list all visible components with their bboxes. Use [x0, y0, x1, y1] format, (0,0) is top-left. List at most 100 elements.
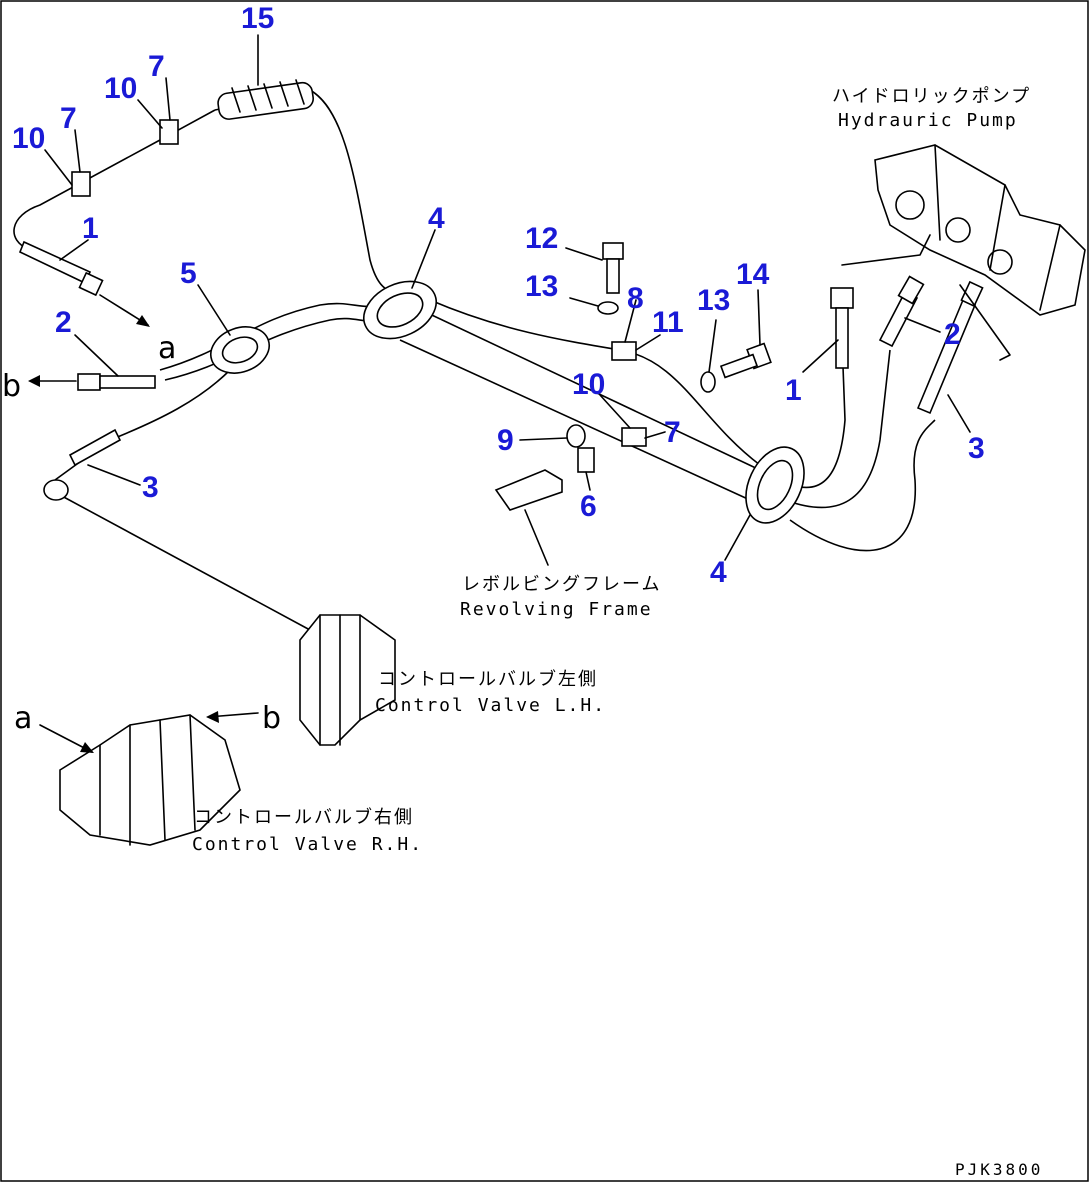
arrow-b-head [28, 375, 40, 387]
hose-1-right [830, 287, 854, 369]
control-valve-left [299, 614, 396, 746]
leader-2-right [904, 317, 941, 333]
hose-2-left [77, 373, 156, 391]
hose-middle-1 [399, 299, 761, 471]
leader-lines [28, 34, 1011, 753]
hose-left-lower-3 [109, 369, 231, 441]
callout-14: 14 [736, 258, 770, 291]
callout-15: 15 [241, 2, 274, 35]
hose-middle-2 [399, 339, 751, 501]
leader-1-right [802, 339, 839, 373]
grommet-4-bottom [745, 446, 805, 524]
washer-13-a [597, 301, 619, 315]
clamp-top-2 [71, 171, 91, 197]
clamp-top-1 [159, 119, 179, 145]
ref-a-valve: a [14, 701, 32, 736]
hose-2-right [878, 275, 925, 348]
leader-7-lower [644, 431, 666, 439]
hose-1-left [18, 240, 104, 297]
leader-3-left [87, 464, 141, 486]
leader-pump-1 [841, 234, 931, 266]
hose-bundle-left-1 [159, 302, 381, 371]
control-valve-right [59, 714, 241, 846]
hose-right-3 [789, 419, 936, 552]
callout-1: 1 [82, 212, 99, 245]
leader-10-top [137, 99, 163, 129]
leader-frame [524, 509, 549, 566]
leader-13-b [708, 319, 717, 373]
ref-b-valve: b [262, 701, 281, 736]
bolt-14 [719, 342, 772, 379]
callout-5: 5 [180, 257, 197, 290]
leader-4-top [411, 229, 436, 289]
leader-14 [757, 289, 761, 346]
leader-10-lower [599, 394, 631, 429]
callout-7: 7 [60, 102, 77, 135]
leader-9 [519, 437, 568, 441]
callout-6: 6 [580, 490, 597, 523]
grommet-4-top [363, 280, 437, 340]
callout-12: 12 [525, 222, 558, 255]
leader-2-left [74, 334, 119, 377]
spacer-9 [566, 424, 586, 448]
callout-2: 2 [944, 318, 961, 351]
hose-top-left [13, 109, 216, 251]
callout-10: 10 [12, 122, 45, 155]
leader-3-right [947, 394, 971, 433]
frame-label-jp: レボルビングフレーム [462, 574, 661, 595]
cv-right-label-jp: コントロールバルブ右側 [194, 806, 414, 828]
leader-1-left [59, 239, 89, 261]
arrow-a-head [136, 315, 150, 327]
leader-7-left [74, 129, 81, 173]
cv-left-label-en: Control Valve L.H. [375, 695, 606, 716]
hose-left-lower-2 [59, 494, 311, 631]
callout-7: 7 [148, 50, 165, 83]
callout-4: 4 [428, 202, 445, 235]
cv-right-label-en: Control Valve R.H. [192, 834, 423, 855]
leader-8 [624, 299, 637, 343]
callout-7: 7 [664, 416, 681, 449]
washer-13-b [700, 371, 716, 393]
frame-label-en: Revolving Frame [460, 599, 653, 620]
hose-bundle-left-2 [164, 317, 386, 381]
clamp-7-lower [621, 427, 647, 447]
hydraulic-pump [874, 144, 1086, 316]
leader-10-left [44, 149, 73, 186]
leader-13-a [569, 297, 599, 307]
spiral-guard [217, 79, 314, 120]
hose-3-left [43, 428, 122, 501]
leader-5 [197, 284, 231, 336]
ref-a-top: a [158, 331, 176, 366]
arrow-b-valve-head [206, 711, 219, 723]
callout-9: 9 [497, 424, 514, 457]
callouts: 15 7 10 7 10 1 5 4 2 3 12 13 8 11 13 14 … [12, 2, 985, 589]
callout-3: 3 [968, 432, 985, 465]
hose-lines [13, 89, 936, 631]
callout-13: 13 [697, 284, 730, 317]
hose-right-2 [784, 349, 891, 509]
callout-10: 10 [572, 368, 605, 401]
bolt-12 [602, 242, 624, 294]
callout-11: 11 [652, 306, 684, 339]
callout-1: 1 [785, 374, 802, 407]
pump-label-en: Hydrauric Pump [838, 110, 1018, 131]
leader-7-top [165, 77, 171, 121]
callout-2: 2 [55, 306, 72, 339]
callout-4: 4 [710, 556, 727, 589]
leader-12 [565, 247, 603, 261]
hose-top-right [214, 89, 406, 293]
leader-4-bottom [724, 514, 751, 561]
ref-b-top: b [2, 369, 21, 404]
leader-6 [585, 471, 591, 491]
parts [18, 79, 1086, 846]
leader-pump-2 [959, 284, 1011, 361]
bracket-6 [577, 447, 595, 473]
arrow-a-valve-head [80, 742, 94, 753]
frame-plate [494, 469, 563, 511]
reference-letters: a b a b [2, 331, 281, 736]
drawing-code: PJK3800 [955, 1160, 1043, 1179]
cv-left-label-jp: コントロールバルブ左側 [378, 668, 598, 690]
